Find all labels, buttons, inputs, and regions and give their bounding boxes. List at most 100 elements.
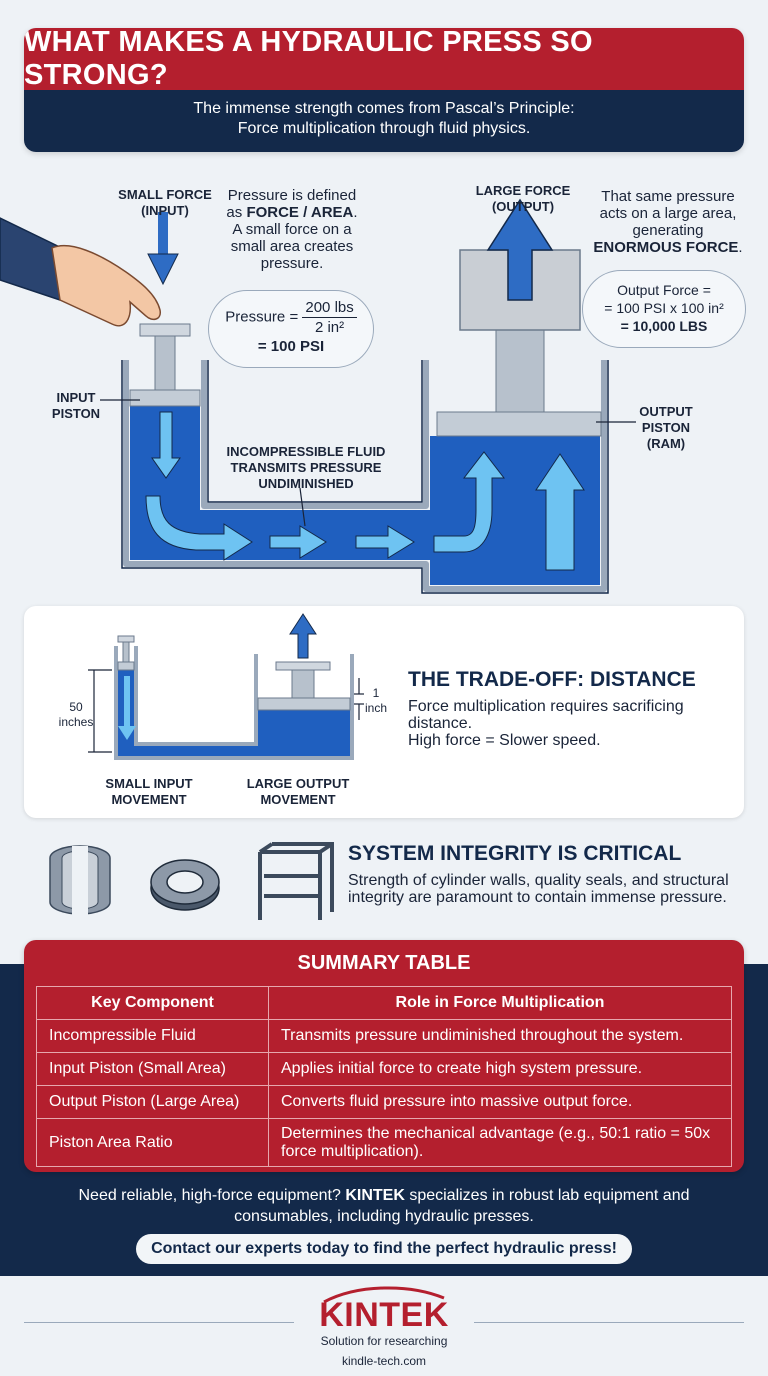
large-output-movement-label: LARGE OUTPUT MOVEMENT [238, 776, 358, 808]
small-force-label: SMALL FORCE (INPUT) [110, 187, 220, 219]
pressure-text-line-3: A small force on a [232, 221, 352, 238]
fluid-label: INCOMPRESSIBLE FLUID TRANSMITS PRESSURE … [216, 444, 396, 492]
header-subtitle-bar: The immense strength comes from Pascal’s… [24, 90, 744, 152]
page-title: WHAT MAKES A HYDRAULIC PRESS SO STRONG? [24, 28, 593, 91]
promo-text: Need reliable, high-force equipment? KIN… [40, 1185, 728, 1227]
table-cell-role: Applies initial force to create high sys… [268, 1052, 732, 1086]
output-piston-label: OUTPUT PISTON (RAM) [630, 404, 702, 452]
table-row: Piston Area Ratio Determines the mechani… [36, 1118, 732, 1167]
footer-rule-right [474, 1322, 744, 1323]
output-text-line-3: generating [632, 222, 704, 239]
vessel-wall-outline [121, 360, 609, 594]
kintek-logo[interactable]: KINTEK [319, 1296, 449, 1334]
output-piston-label-line-3: (RAM) [646, 436, 686, 451]
header-banner: WHAT MAKES A HYDRAULIC PRESS SO STRONG? … [24, 28, 744, 152]
website-link[interactable]: kindle-tech.com [341, 1354, 427, 1368]
table-row: Incompressible Fluid Transmits pressure … [36, 1019, 732, 1053]
table-cell-role: Determines the mechanical advantage (e.g… [268, 1118, 732, 1167]
tradeoff-title: THE TRADE-OFF: DISTANCE [408, 668, 696, 691]
footer-rule-left [24, 1322, 294, 1323]
hand-icon [0, 217, 161, 327]
subtitle-line-2: Force multiplication through fluid physi… [237, 120, 531, 137]
tradeoff-line-3: High force = Slower speed. [408, 732, 601, 749]
pressure-formula-row: Pressure = 200 lbs 2 in² [209, 299, 373, 336]
promo-post: specializes in robust lab equipment and … [234, 1187, 690, 1225]
fluid-flow-arrows [145, 411, 585, 571]
summary-header-component: Key Component [36, 986, 269, 1020]
output-formula-line-1: Output Force = [617, 282, 711, 298]
summary-table: Key Component Role in Force Multiplicati… [36, 986, 732, 1167]
input-distance-unit: inches [58, 715, 94, 729]
pressure-text-line-1: Pressure is defined [227, 187, 357, 204]
pressure-denominator: 2 in² [314, 319, 345, 336]
pressure-definition: Pressure is defined as FORCE / AREA. A s… [210, 187, 374, 272]
summary-title: SUMMARY TABLE [297, 952, 471, 974]
table-cell-role: Converts fluid pressure into massive out… [268, 1085, 732, 1119]
small-input-movement-label: SMALL INPUT MOVEMENT [94, 776, 204, 808]
pressure-formula-bubble: Pressure = 200 lbs 2 in² = 100 PSI [208, 290, 374, 368]
small-input-label-line-1: SMALL INPUT [105, 776, 193, 791]
hydraulic-press-diagram [0, 198, 636, 594]
output-explanation: That same pressure acts on a large area,… [586, 188, 750, 256]
small-input-label-line-2: MOVEMENT [111, 792, 187, 807]
large-output-label-line-1: LARGE OUTPUT [246, 776, 350, 791]
promo-pre: Need reliable, high-force equipment? [78, 1187, 346, 1204]
cylinder-icon [49, 845, 111, 918]
input-force-arrow [147, 212, 179, 286]
input-piston-label-line-1: INPUT [56, 390, 96, 405]
output-text-enormous-force: ENORMOUS FORCE [593, 239, 739, 256]
output-formula-line-2: = 100 PSI x 100 in² [604, 300, 724, 316]
output-formula-result: = 10,000 LBS [620, 318, 708, 334]
table-cell-component: Piston Area Ratio [36, 1118, 269, 1167]
pressure-fraction: 200 lbs 2 in² [302, 299, 357, 336]
output-distance-value: 1 [372, 686, 380, 700]
input-piston [129, 323, 201, 407]
promo-brand: KINTEK [345, 1187, 405, 1204]
input-distance-label: 50 inches [56, 700, 96, 730]
pressure-text-as: as [226, 204, 247, 221]
pressure-result: = 100 PSI [257, 338, 325, 355]
seal-ring-icon [150, 859, 220, 911]
pressure-text-period: . [353, 204, 358, 221]
output-text-line-4: ENORMOUS FORCE. [586, 239, 750, 256]
small-force-label-line-2: (INPUT) [141, 203, 189, 218]
small-force-label-line-1: SMALL FORCE [118, 187, 212, 202]
output-piston-label-line-2: PISTON [641, 420, 691, 435]
pressure-numerator: 200 lbs [302, 299, 357, 318]
integrity-icons [49, 842, 334, 920]
output-text-line-2: acts on a large area, [599, 205, 737, 222]
large-force-label-line-1: LARGE FORCE [475, 183, 571, 198]
logo-swoosh-icon [323, 1286, 445, 1304]
header-title-bar: WHAT MAKES A HYDRAULIC PRESS SO STRONG? [24, 28, 744, 91]
fluid-label-line-1: INCOMPRESSIBLE FLUID [226, 444, 386, 459]
leader-lines [100, 399, 636, 527]
output-distance-label: 1 inch [360, 686, 392, 716]
tradeoff-line-1: Force multiplication requires sacrificin… [408, 698, 684, 715]
subtitle-line-1: The immense strength comes from Pascal’s… [193, 100, 575, 117]
integrity-line-1: Strength of cylinder walls, quality seal… [348, 872, 729, 889]
tradeoff-line-2: distance. [408, 715, 473, 732]
tradeoff-diagram [88, 613, 364, 760]
tradeoff-body: Force multiplication requires sacrificin… [408, 698, 738, 749]
input-piston-label-line-2: PISTON [51, 406, 101, 421]
integrity-title: SYSTEM INTEGRITY IS CRITICAL [348, 842, 682, 865]
summary-panel: SUMMARY TABLE Key Component Role in Forc… [24, 940, 744, 1172]
integrity-body: Strength of cylinder walls, quality seal… [348, 872, 748, 906]
summary-header-row: Key Component Role in Force Multiplicati… [36, 986, 732, 1020]
pressure-text-line-5: pressure. [260, 255, 324, 272]
output-force-arrow [486, 198, 554, 301]
output-text-line-1: That same pressure [601, 188, 735, 205]
pressure-text-line-4: small area creates [230, 238, 354, 255]
integrity-line-2: integrity are paramount to contain immen… [348, 889, 727, 906]
logo-tagline: Solution for researching [320, 1334, 448, 1348]
pressure-text-line-2: as FORCE / AREA. [210, 204, 374, 221]
contact-cta-button[interactable]: Contact our experts today to find the pe… [136, 1234, 632, 1264]
table-cell-component: Input Piston (Small Area) [36, 1052, 269, 1086]
table-cell-component: Incompressible Fluid [36, 1019, 269, 1053]
large-output-label-line-2: MOVEMENT [260, 792, 336, 807]
output-formula-bubble: Output Force = = 100 PSI x 100 in² = 10,… [582, 270, 746, 348]
table-cell-component: Output Piston (Large Area) [36, 1085, 269, 1119]
vessel-walls [123, 360, 607, 592]
fluid-label-line-2: TRANSMITS PRESSURE [230, 460, 382, 475]
output-distance-unit: inch [364, 701, 387, 715]
